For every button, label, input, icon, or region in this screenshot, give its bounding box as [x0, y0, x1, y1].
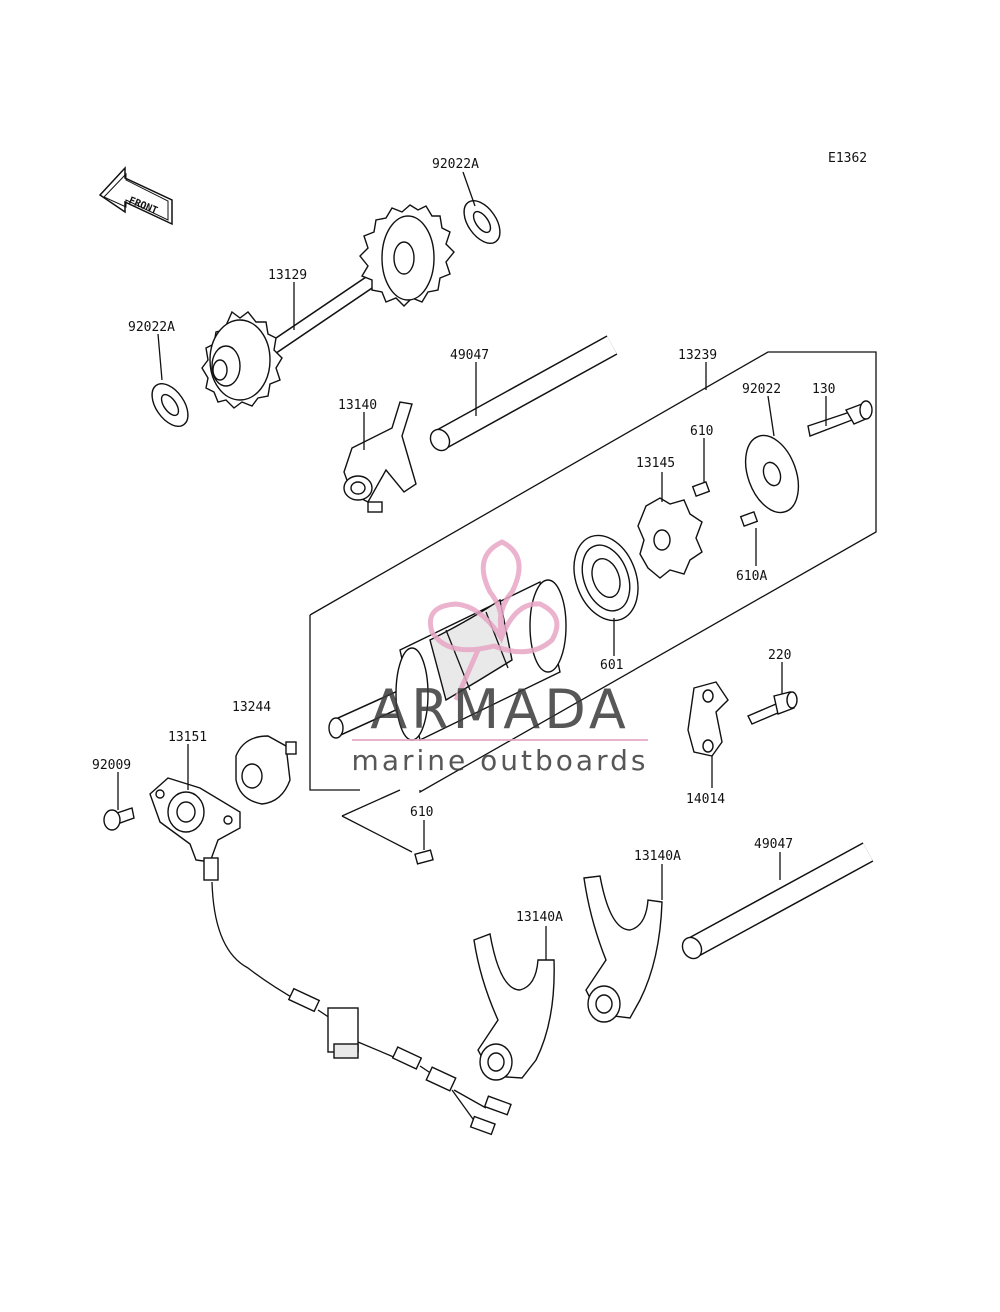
label-13140: 13140: [338, 398, 377, 413]
label-92022A-top: 92022A: [432, 157, 479, 172]
label-130: 130: [812, 382, 835, 397]
label-92022A-left: 92022A: [128, 320, 175, 335]
shift-fork-13140A-left: [473, 933, 555, 1081]
label-13151: 13151: [168, 730, 207, 745]
pin-610-bottom: [414, 849, 434, 865]
pin-plate-13145: [637, 497, 703, 579]
washer-92022: [744, 434, 800, 514]
watermark-tagline: marine outboards: [352, 744, 649, 777]
front-arrow-icon: FRONT: [98, 166, 173, 226]
neutral-switch-13151: [149, 777, 241, 881]
shift-rod-49047-top: [429, 335, 618, 452]
label-92022: 92022: [742, 382, 781, 397]
washer-92022A-left: [151, 383, 189, 427]
shift-fork-13140A-right: [583, 875, 663, 1023]
pin-610A: [739, 511, 759, 527]
label-610A: 610A: [736, 569, 767, 584]
armada-logo-icon: [428, 539, 560, 702]
label-610-bottom: 610: [410, 805, 433, 820]
label-601: 601: [600, 658, 623, 673]
washer-92022A-top: [463, 200, 501, 244]
stopper-lever-14014: [687, 681, 729, 757]
pin-610-top: [691, 481, 711, 497]
leader-lines: [117, 171, 827, 960]
shift-drum-assembly-outline: [309, 351, 877, 853]
label-13145: 13145: [636, 456, 675, 471]
shift-fork-13140: [343, 401, 417, 513]
label-49047-bottom: 49047: [754, 837, 793, 852]
shift-rod-49047-bottom: [681, 842, 874, 960]
diagram-code: E1362: [828, 151, 867, 166]
gear-shaft-13129: [201, 204, 455, 409]
label-92009: 92009: [92, 758, 131, 773]
part-labels: 92022A 13129 92022A 49047 13239 92022 13…: [92, 157, 835, 925]
label-610-top: 610: [690, 424, 713, 439]
screw-92009: [103, 807, 135, 831]
cam-13244: [235, 735, 297, 805]
label-13129: 13129: [268, 268, 307, 283]
bolt-220: [747, 691, 798, 725]
watermark-brand: ARMADA: [370, 678, 630, 741]
label-49047-top: 49047: [450, 348, 489, 363]
label-220: 220: [768, 648, 791, 663]
wire-harness: [211, 881, 512, 1136]
bearing-601: [573, 534, 639, 622]
label-13140A-left: 13140A: [516, 910, 563, 925]
label-13239: 13239: [678, 348, 717, 363]
small-gear: [201, 310, 283, 409]
label-14014: 14014: [686, 792, 725, 807]
bolt-130: [807, 400, 873, 437]
label-13140A-right: 13140A: [634, 849, 681, 864]
label-13244: 13244: [232, 700, 271, 715]
large-gear: [359, 204, 455, 307]
watermark: ARMADA marine outboards: [352, 539, 649, 777]
